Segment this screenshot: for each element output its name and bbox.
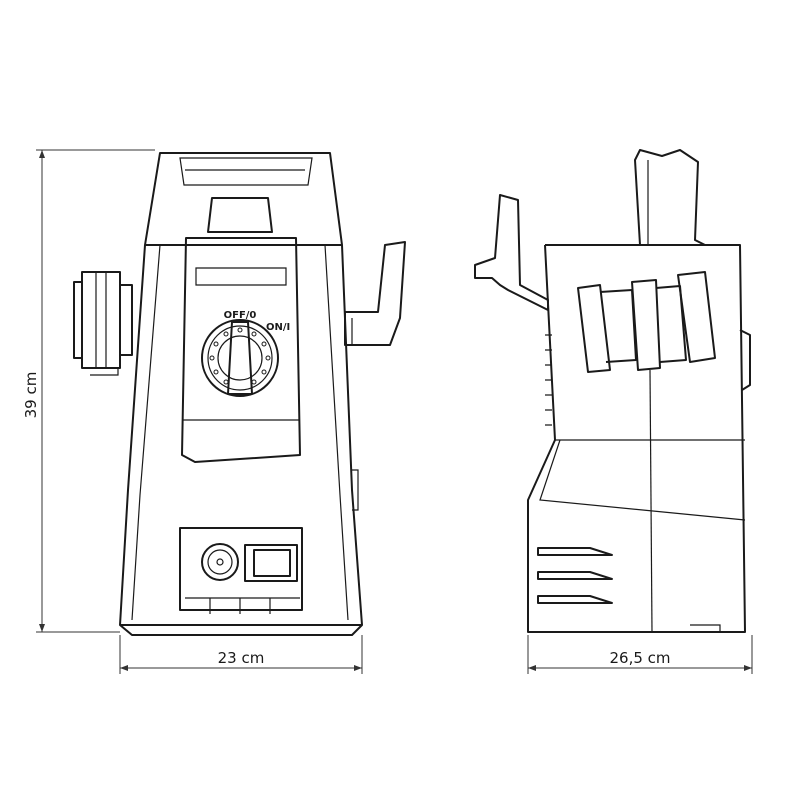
carry-grip [207,197,273,233]
main-body [119,244,363,626]
front-width-label: 23 cm [218,649,265,667]
water-inlet [201,543,239,581]
dial-off-label: OFF/0 [224,310,257,321]
side-body [527,244,746,633]
side-hose-reel [577,271,716,373]
side-handle [634,149,706,246]
height-label: 39 cm [22,372,40,419]
dial-on-label: ON/I [266,322,290,333]
power-dial[interactable] [201,319,279,397]
outlet-panel [179,527,303,611]
side-vents [545,334,552,426]
accessory-hook [344,241,406,346]
hose-reel [73,271,133,376]
height-dimension: 39 cm [22,149,155,633]
front-view: OFF/0 ON/I [73,152,406,636]
base [119,624,363,636]
front-width-dimension: 23 cm [119,635,363,674]
side-depth-label: 26,5 cm [609,649,670,667]
gun-holder [474,194,549,311]
side-depth-dimension: 26,5 cm [527,635,753,674]
power-switch[interactable] [244,544,298,582]
control-panel [181,237,301,463]
vent-slots [537,547,613,604]
side-view [474,149,751,633]
